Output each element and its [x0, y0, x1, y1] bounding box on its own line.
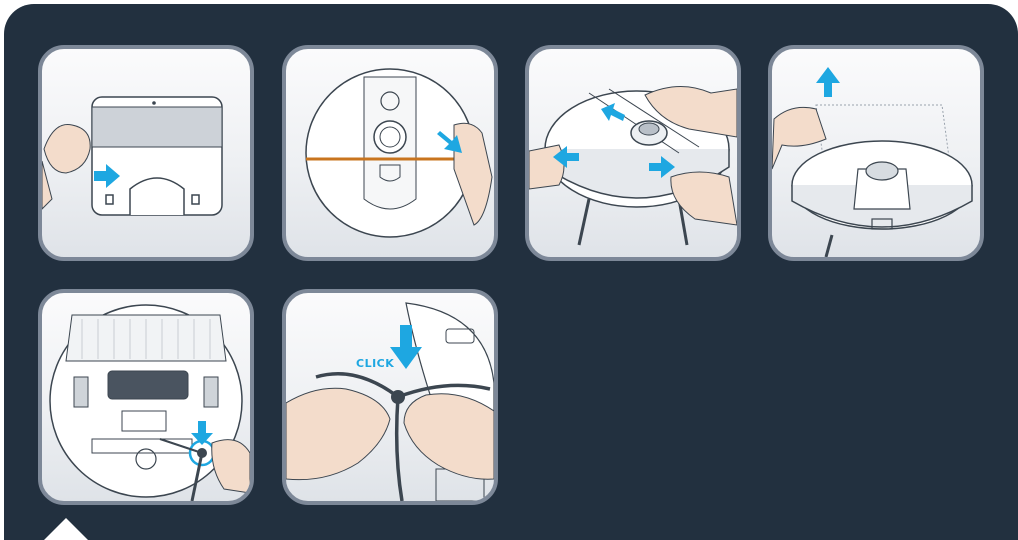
step-5-card [38, 289, 254, 505]
dock-bag-removal-illustration [42, 49, 250, 257]
step-2-card [282, 45, 498, 261]
step-3-card [525, 45, 741, 261]
arrow-up-icon [816, 67, 840, 97]
step-1-card [38, 45, 254, 261]
side-brush-install-illustration: CLICK [286, 293, 494, 501]
robot-top-strap-illustration [286, 49, 494, 257]
robot-underside-brush-illustration [42, 293, 250, 501]
step-4-card [768, 45, 984, 261]
click-label: CLICK [356, 357, 394, 370]
speech-pointer [44, 518, 88, 540]
robot-lift-cover-illustration [772, 49, 980, 257]
robot-cover-release-illustration [529, 49, 737, 257]
step-6-card: CLICK [282, 289, 498, 505]
